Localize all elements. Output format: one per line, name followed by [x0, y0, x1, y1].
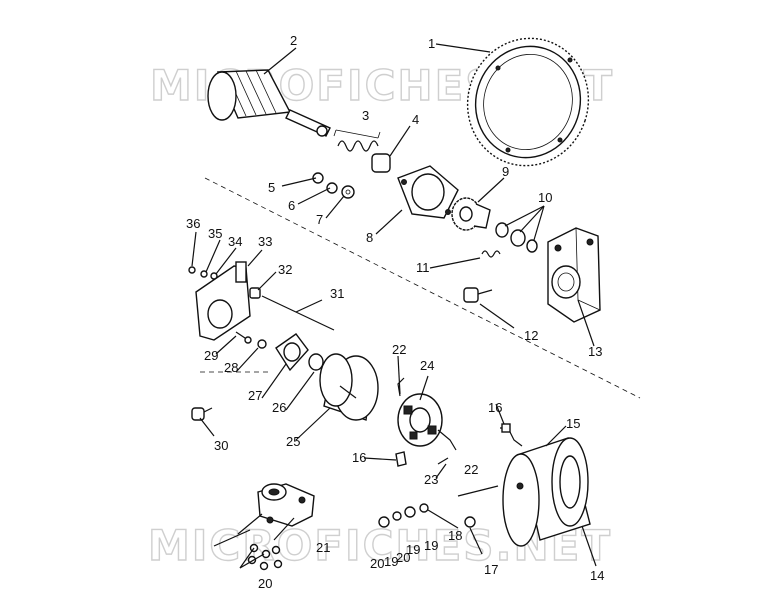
bolt — [463, 287, 493, 303]
cover-plate — [275, 333, 309, 372]
callout-20a: 20 — [370, 556, 384, 571]
callout-35: 35 — [208, 226, 222, 241]
brush-spring — [395, 451, 449, 467]
callout-27: 27 — [248, 388, 262, 403]
callout-19b: 19 — [406, 542, 420, 557]
callout-26: 26 — [272, 400, 286, 415]
callout-18: 18 — [448, 528, 462, 543]
callout-15: 15 — [566, 416, 580, 431]
callout-29: 29 — [204, 348, 218, 363]
callout-5: 5 — [268, 180, 275, 195]
callout-16a: 16 — [488, 400, 502, 415]
callout-4: 4 — [412, 112, 419, 127]
bolt-32 — [249, 287, 261, 299]
washers-5-6-7 — [312, 172, 355, 199]
leader-lines — [191, 43, 597, 569]
callout-19c: 19 — [424, 538, 438, 553]
axis-line-upper — [204, 177, 641, 399]
armature — [207, 69, 331, 137]
callout-32: 32 — [278, 262, 292, 277]
bolt-30 — [191, 407, 213, 421]
mounting-bracket — [547, 227, 601, 323]
through-rod — [261, 295, 335, 331]
callout-16b: 16 — [352, 450, 366, 465]
ring-gear — [466, 37, 590, 167]
callout-19a: 19 — [384, 554, 398, 569]
bushing — [308, 353, 324, 371]
callout-20c: 20 — [258, 576, 272, 591]
callout-3: 3 — [362, 108, 369, 123]
callout-30: 30 — [214, 438, 228, 453]
callout-33: 33 — [258, 234, 272, 249]
nuts-19-20 — [247, 543, 283, 571]
brush-holder — [397, 377, 457, 451]
end-plate — [195, 261, 251, 341]
callout-8: 8 — [366, 230, 373, 245]
callout-13: 13 — [588, 344, 602, 359]
callout-22b: 22 — [464, 462, 478, 477]
hardware-34-35-36 — [188, 266, 218, 280]
callout-25: 25 — [286, 434, 300, 449]
callout-10: 10 — [538, 190, 552, 205]
callout-21: 21 — [316, 540, 330, 555]
spring — [333, 129, 381, 152]
motor-housing — [502, 437, 591, 547]
callout-34: 34 — [228, 234, 242, 249]
through-bolt — [457, 485, 499, 528]
callout-7: 7 — [316, 212, 323, 227]
callout-24: 24 — [420, 358, 434, 373]
spring-small — [481, 250, 501, 258]
callout-20b: 20 — [396, 550, 410, 565]
screws-28-29 — [235, 331, 267, 349]
pinion-gear — [451, 197, 491, 231]
wire-lead-right — [500, 423, 523, 447]
solenoid — [213, 483, 315, 547]
callout-12: 12 — [524, 328, 538, 343]
callout-14: 14 — [590, 568, 604, 583]
callout-36: 36 — [186, 216, 200, 231]
field-housing — [319, 353, 379, 421]
callout-28: 28 — [224, 360, 238, 375]
drive-end-housing — [397, 165, 459, 219]
terminal-hardware — [378, 503, 429, 528]
callout-2: 2 — [290, 33, 297, 48]
callout-22a: 22 — [392, 342, 406, 357]
clutch-parts — [495, 222, 538, 253]
callout-31: 31 — [330, 286, 344, 301]
callout-17: 17 — [484, 562, 498, 577]
callout-1: 1 — [428, 36, 435, 51]
collar — [371, 153, 391, 173]
callout-9: 9 — [502, 164, 509, 179]
callout-23: 23 — [424, 472, 438, 487]
callout-11: 11 — [416, 260, 430, 275]
callout-6: 6 — [288, 198, 295, 213]
